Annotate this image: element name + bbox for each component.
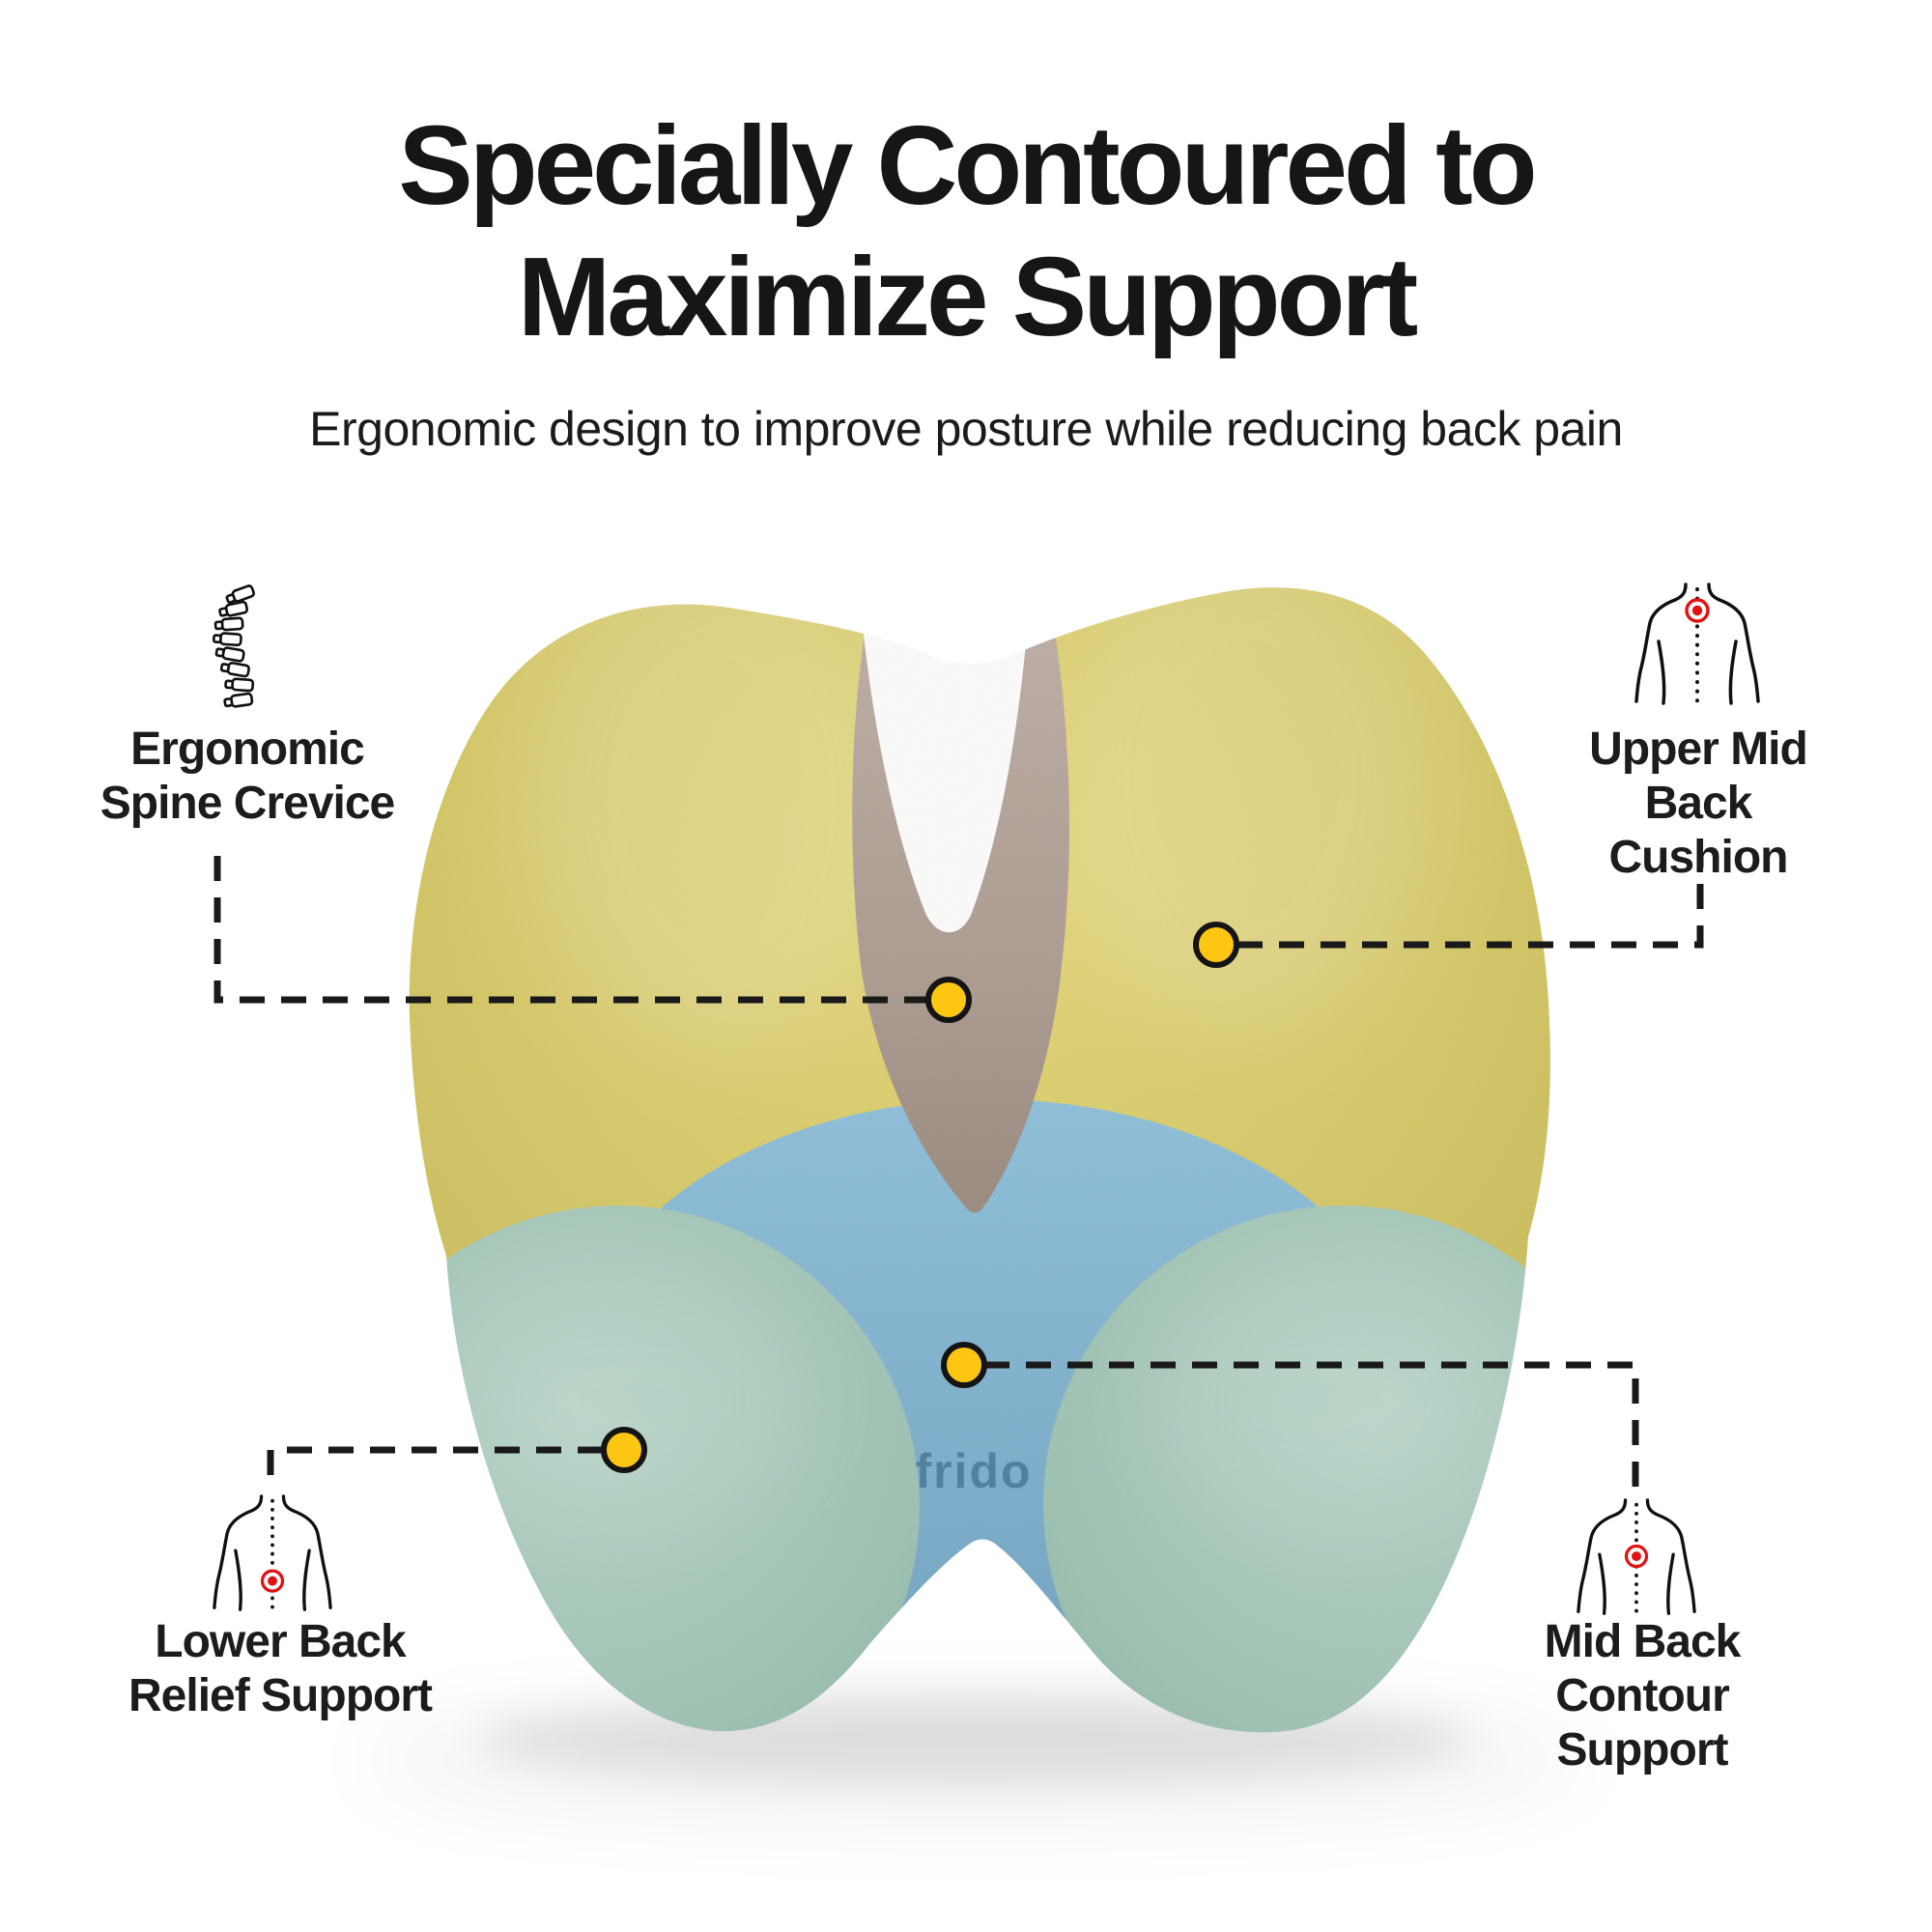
body-target-lower-icon (213, 1494, 332, 1612)
marker-dot-upper-mid-back (1193, 922, 1239, 968)
page-title-line2: Maximize Support (517, 233, 1419, 359)
brand-logo: frido (915, 1444, 1032, 1498)
connector-mid-back (984, 1361, 1639, 1497)
callout-label-upper-mid-back: Upper Mid Back Cushion (1589, 724, 1808, 884)
page-title: Specially Contoured to Maximize Support (0, 100, 1932, 362)
page-title-line1: Specially Contoured to (398, 102, 1537, 228)
spine-icon (212, 584, 255, 708)
cushion-shadow (357, 1694, 1594, 1820)
marker-dot-spine-crevice (925, 977, 972, 1023)
connector-lower-back (267, 1446, 603, 1492)
page-subtitle: Ergonomic design to improve posture whil… (309, 402, 1623, 456)
connector-upper-mid-back (1237, 854, 1704, 949)
callout-label-mid-back: Mid Back Contour Support (1544, 1616, 1742, 1776)
body-target-mid-icon (1577, 1498, 1696, 1616)
callout-label-spine-crevice: Ergonomic Spine Crevice (99, 724, 395, 830)
marker-dot-lower-back (601, 1427, 647, 1473)
body-target-upper-icon (1634, 582, 1760, 705)
marker-dot-mid-back (941, 1342, 987, 1388)
callout-label-lower-back: Lower Back Relief Support (128, 1616, 433, 1722)
connector-spine-crevice (213, 856, 927, 1004)
